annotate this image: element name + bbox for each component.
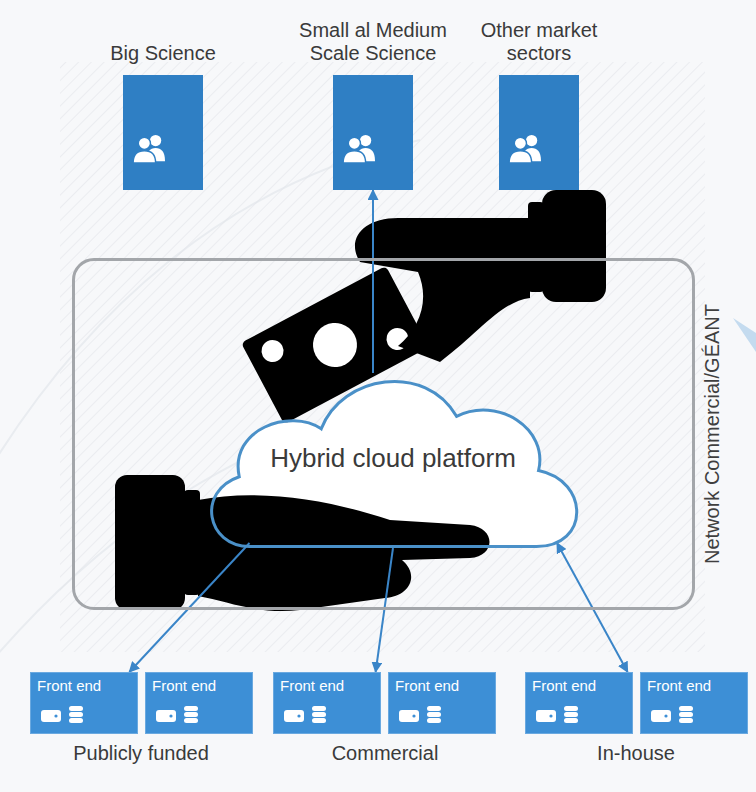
lower-hand <box>115 475 490 611</box>
storage-icons <box>397 703 447 727</box>
front-end-box: Front end <box>30 672 138 734</box>
stakeholder-label: Other market sectors <box>449 19 629 65</box>
stakeholder-box: Small al Medium Scale Science <box>333 75 413 190</box>
cloud-shape: Hybrid cloud platform <box>188 333 598 583</box>
stakeholder-label: Big Science <box>73 42 253 65</box>
person-icon <box>341 133 379 163</box>
front-end-label: Front end <box>647 677 711 695</box>
cuff <box>115 475 185 610</box>
person-icon <box>131 133 169 163</box>
front-end-label: Front end <box>280 677 344 695</box>
network-label: Network Commercial/GÉANT <box>701 304 724 564</box>
front-end-label: Front end <box>395 677 459 695</box>
storage-icons <box>649 703 699 727</box>
storage-icons <box>39 703 89 727</box>
person-icon <box>507 133 545 163</box>
stakeholder-label: Small al Medium Scale Science <box>283 19 463 65</box>
banknote-dot <box>258 336 288 366</box>
front-end-label: Front end <box>37 677 101 695</box>
cuff-band <box>184 490 200 595</box>
storage-icons <box>534 703 584 727</box>
stakeholder-box: Other market sectors <box>499 75 579 190</box>
connector-arrow <box>376 548 393 672</box>
group-label: Publicly funded <box>73 742 209 765</box>
network-frame: Hybrid cloud platformNetwork Commercial/… <box>72 258 695 610</box>
front-end-label: Front end <box>532 677 596 695</box>
upper-hand <box>241 190 606 424</box>
front-end-box: Front end <box>145 672 253 734</box>
group-label: In-house <box>597 742 675 765</box>
front-end-box: Front end <box>388 672 496 734</box>
front-end-label: Front end <box>152 677 216 695</box>
group-label: Commercial <box>332 742 439 765</box>
hand-shape <box>355 218 530 362</box>
storage-icons <box>154 703 204 727</box>
platform-label: Hybrid cloud platform <box>264 442 522 474</box>
cuff-band <box>528 202 544 292</box>
front-end-box: Front end <box>640 672 748 734</box>
front-end-box: Front end <box>525 672 633 734</box>
cuff <box>542 190 606 302</box>
hand-shape <box>198 495 490 611</box>
front-end-box: Front end <box>273 672 381 734</box>
hatch-area <box>60 62 705 652</box>
callout-wedge <box>733 318 756 352</box>
stakeholder-box: Big Science <box>123 75 203 190</box>
connector-arrow <box>372 190 374 373</box>
banknote-center <box>305 315 365 375</box>
storage-icons <box>282 703 332 727</box>
